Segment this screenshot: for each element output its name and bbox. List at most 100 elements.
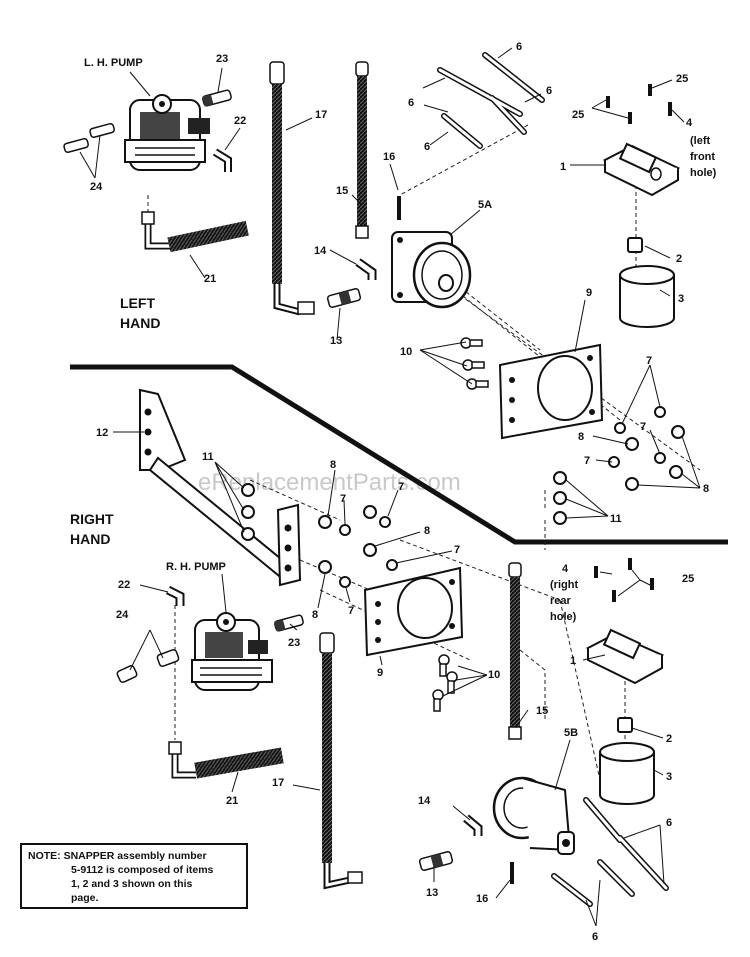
fittings-24-lower <box>116 649 180 684</box>
note-line: page. <box>71 892 99 904</box>
callout-7: 7 <box>640 421 646 433</box>
callout-22: 22 <box>118 579 130 591</box>
note-right-rear: rear <box>550 595 572 607</box>
fitting-23-upper <box>202 89 232 107</box>
callout-17: 17 <box>315 109 327 121</box>
plate-9-lower <box>363 566 464 657</box>
bolt-16-lower <box>510 862 514 884</box>
motor-5a <box>391 231 472 309</box>
note-left-front: front <box>690 151 715 163</box>
callout-3: 3 <box>678 293 684 305</box>
bolts-10-lower <box>432 654 458 712</box>
nuts-washers-lower <box>318 505 398 588</box>
callout-25: 25 <box>572 109 584 121</box>
note-right-rear: (right <box>550 579 578 591</box>
fittings-24-upper <box>63 122 115 154</box>
label-hand: HAND <box>120 315 160 331</box>
hose-21-lower <box>168 741 284 779</box>
fitting-13-upper <box>326 287 362 309</box>
label-hand: HAND <box>70 531 110 547</box>
callout-17: 17 <box>272 777 284 789</box>
callout-12: 12 <box>96 427 108 439</box>
hose-17-upper <box>269 61 315 316</box>
callout-1: 1 <box>570 655 576 667</box>
callout-13: 13 <box>426 887 438 899</box>
note-box: NOTE: SNAPPER assembly number 5-9112 is … <box>20 843 248 909</box>
elbow-22-upper <box>212 148 232 172</box>
callout-15: 15 <box>336 185 348 197</box>
plate-9-upper <box>498 343 604 440</box>
bracket-1-upper <box>602 142 681 197</box>
elbow-14-upper <box>355 258 377 280</box>
hose-15-lower <box>508 562 522 740</box>
note-line: NOTE: SNAPPER assembly number <box>28 850 207 862</box>
fitting-23-lower <box>274 614 304 632</box>
callout-25: 25 <box>682 573 694 585</box>
callout-21: 21 <box>204 273 216 285</box>
isolator-3-upper <box>619 265 675 328</box>
callout-8: 8 <box>330 459 336 471</box>
hose-15-upper <box>355 61 369 239</box>
lh-pump <box>124 94 210 171</box>
label-right: RIGHT <box>70 511 114 527</box>
callout-7: 7 <box>340 493 346 505</box>
callout-14: 14 <box>314 245 327 257</box>
bracket-1-lower <box>585 628 665 685</box>
callout-9: 9 <box>377 667 383 679</box>
callout-7: 7 <box>646 355 652 367</box>
callout-1: 1 <box>560 161 566 173</box>
note-left-front: (left <box>690 135 711 147</box>
callout-8: 8 <box>703 483 709 495</box>
bolts-25-upper <box>606 84 672 124</box>
callout-3: 3 <box>666 771 672 783</box>
elbow-14-lower <box>463 814 483 836</box>
callout-16: 16 <box>383 151 395 163</box>
note-left-front: hole) <box>690 167 717 179</box>
callout-5a: 5A <box>478 199 492 211</box>
callout-8: 8 <box>424 525 430 537</box>
callout-8: 8 <box>578 431 584 443</box>
callout-22: 22 <box>234 115 246 127</box>
nuts-washers-upper <box>553 406 685 525</box>
callout-9: 9 <box>586 287 592 299</box>
note-right-rear: hole) <box>550 611 577 623</box>
hose-17-lower <box>319 632 363 890</box>
callout-21: 21 <box>226 795 238 807</box>
callout-6: 6 <box>424 141 430 153</box>
callout-24: 24 <box>90 181 103 193</box>
callout-6: 6 <box>546 85 552 97</box>
callout-25: 25 <box>676 73 688 85</box>
callout-7: 7 <box>398 481 404 493</box>
callout-4: 4 <box>562 563 569 575</box>
fitting-13-lower <box>418 850 454 872</box>
nuts-11-lower <box>241 483 255 541</box>
bolt-16-upper <box>397 196 401 220</box>
callout-6: 6 <box>592 931 598 943</box>
callout-7: 7 <box>584 455 590 467</box>
spacer-2-upper <box>627 237 643 253</box>
callout-6: 6 <box>408 97 414 109</box>
callout-6: 6 <box>666 817 672 829</box>
callout-2: 2 <box>666 733 672 745</box>
label-left: LEFT <box>120 295 155 311</box>
hose-21-upper <box>141 211 249 253</box>
callout-10: 10 <box>400 346 412 358</box>
callout-7: 7 <box>454 544 460 556</box>
spacer-2-lower <box>617 717 633 733</box>
bolts-25-lower <box>594 558 654 602</box>
bolts-6-upper <box>437 52 545 149</box>
section-divider <box>70 364 728 545</box>
leader-lines <box>79 47 701 927</box>
callout-11: 11 <box>610 513 622 525</box>
callout-15: 15 <box>536 705 548 717</box>
callout-4: 4 <box>686 117 693 129</box>
callout-7: 7 <box>348 605 354 617</box>
callout-23: 23 <box>288 637 300 649</box>
callout-labels: L. H. PUMP 23 22 24 21 17 15 14 13 16 5A… <box>70 41 717 943</box>
title-lh-pump: L. H. PUMP <box>84 57 143 69</box>
motor-5b <box>492 776 575 855</box>
title-rh-pump: R. H. PUMP <box>166 561 226 573</box>
callout-2: 2 <box>676 253 682 265</box>
